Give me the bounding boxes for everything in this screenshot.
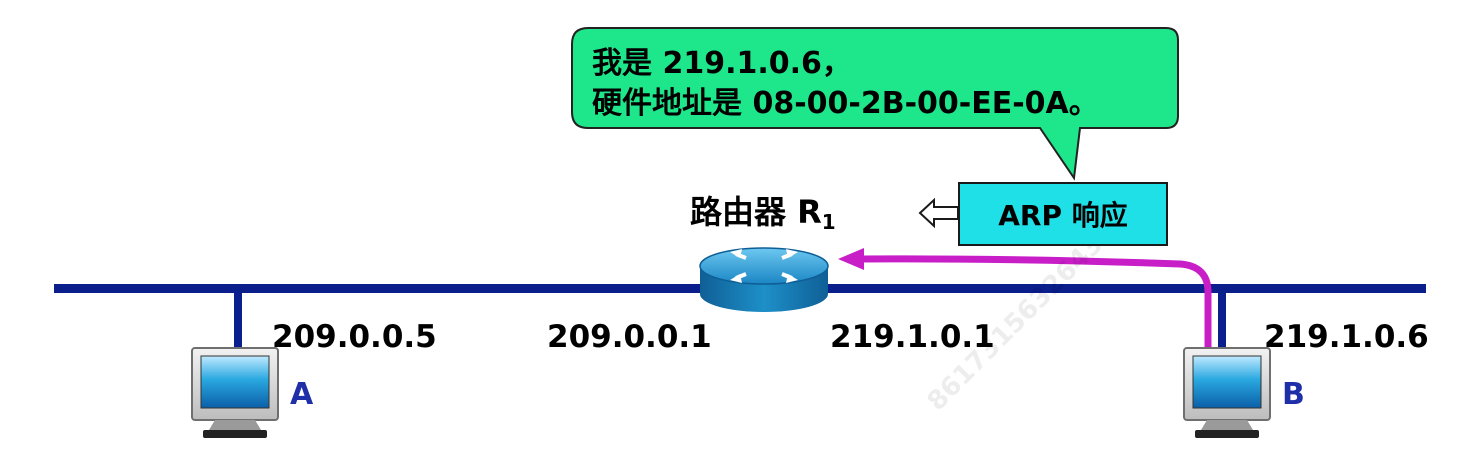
host-a-name-label: A <box>290 377 314 412</box>
host-b-drop-line <box>1218 290 1226 354</box>
arp-response-path <box>859 255 1212 350</box>
bubble-line-2: 硬件地址是 08-00-2B-00-EE-0A。 <box>592 86 1099 121</box>
arp-response-box: ARP 响应 <box>958 182 1168 246</box>
host-b-name-label: B <box>1282 377 1305 412</box>
host-b-computer-icon <box>1183 347 1271 438</box>
arp-response-arrowhead <box>838 248 864 270</box>
arp-response-label: ARP 响应 <box>998 199 1128 232</box>
router-icon <box>699 247 829 312</box>
host-a-computer-icon <box>191 347 279 438</box>
router-right-ip-label: 219.1.0.1 <box>830 319 995 355</box>
speech-bubble-text: 我是 219.1.0.6， 硬件地址是 08-00-2B-00-EE-0A。 <box>592 44 1099 124</box>
router-label-text: 路由器 R <box>690 193 822 231</box>
router-left-ip-label: 209.0.0.1 <box>547 319 712 355</box>
bubble-line-1: 我是 219.1.0.6， <box>592 46 852 81</box>
router-label: 路由器 R1 <box>690 196 836 232</box>
host-a-ip-label: 209.0.0.5 <box>272 319 437 355</box>
host-b-ip-label: 219.1.0.6 <box>1264 319 1429 355</box>
speech-bubble <box>571 27 1179 181</box>
router-label-subscript: 1 <box>821 210 836 234</box>
host-a-drop-line <box>234 290 242 354</box>
arp-direction-arrow <box>918 197 959 229</box>
